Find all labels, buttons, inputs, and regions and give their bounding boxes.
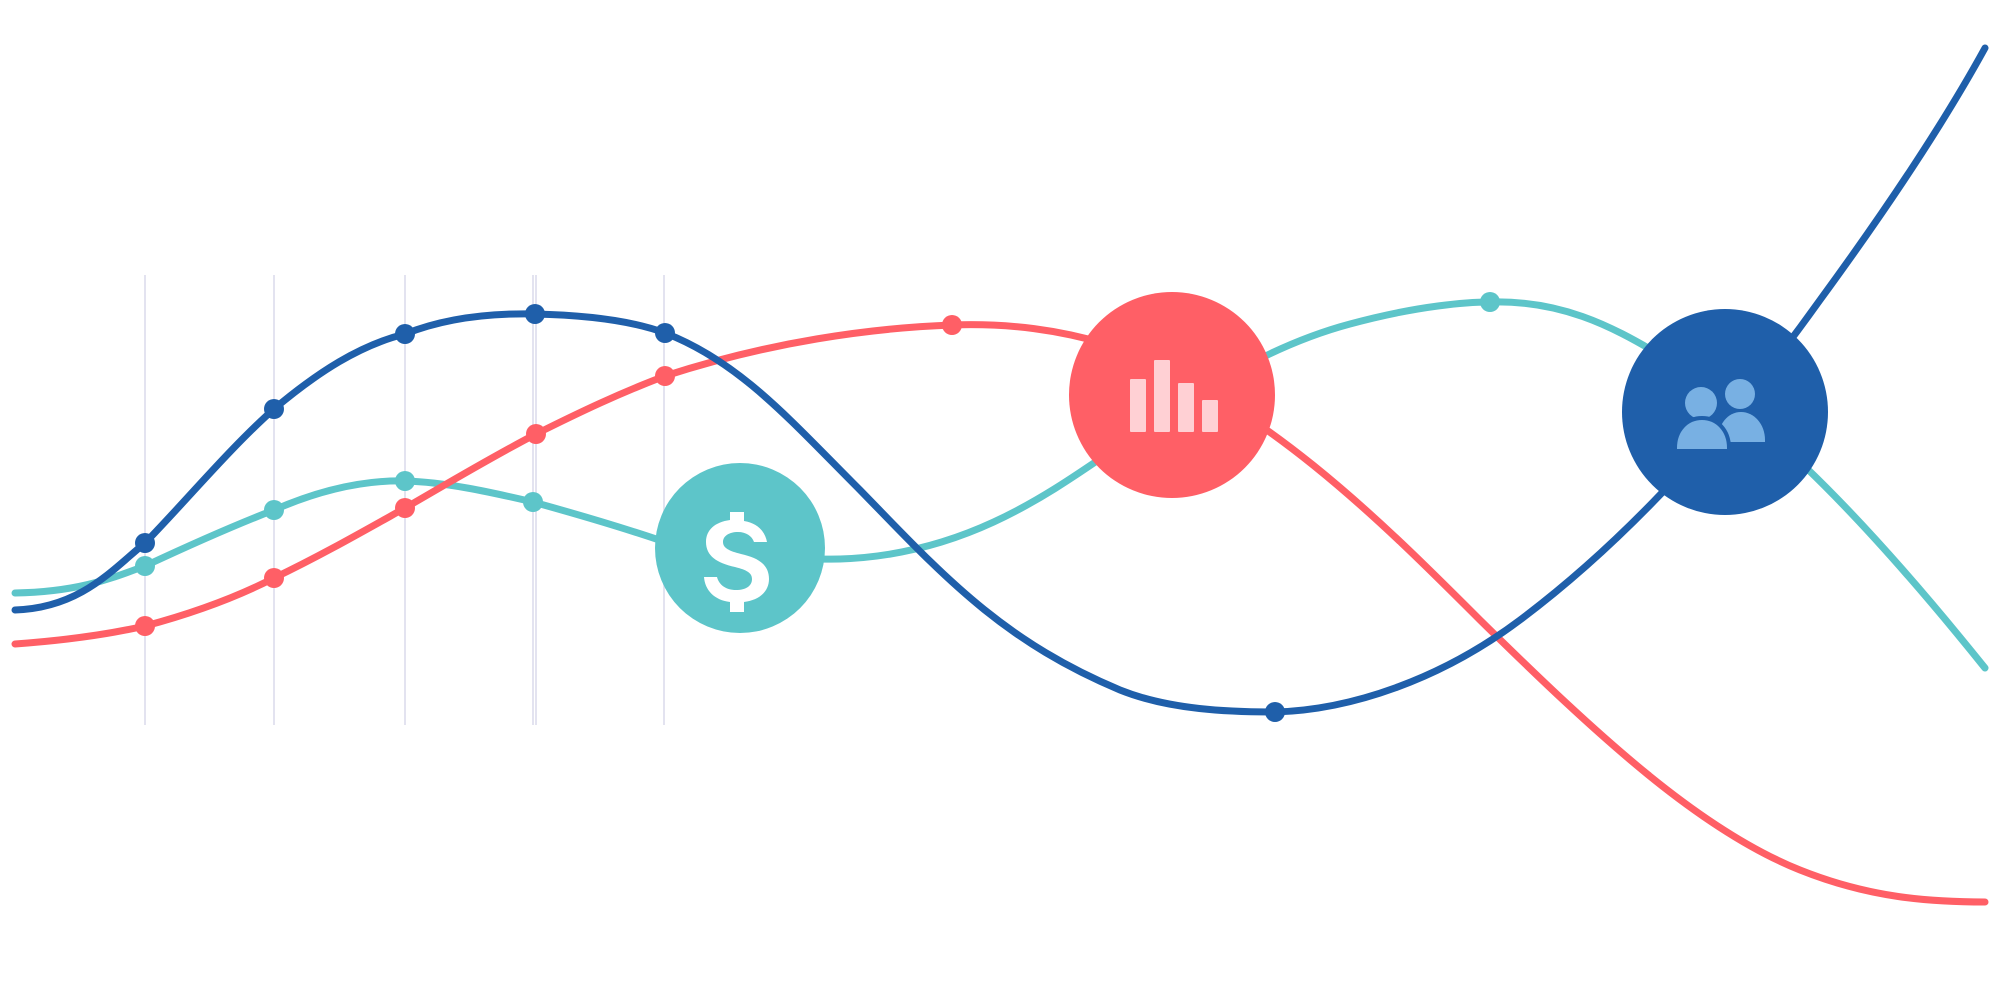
dollar-icon <box>704 512 769 612</box>
data-point <box>395 471 415 491</box>
data-point <box>395 324 415 344</box>
users-badge <box>1622 309 1828 515</box>
data-point <box>135 616 155 636</box>
users-badge-circle <box>1622 309 1828 515</box>
data-point <box>523 492 543 512</box>
chart-badge <box>1069 292 1275 498</box>
dollar-badge <box>655 463 825 633</box>
users-group-icon <box>1673 379 1765 453</box>
data-point <box>655 366 675 386</box>
data-point <box>264 500 284 520</box>
data-point <box>264 399 284 419</box>
data-point <box>135 556 155 576</box>
data-point <box>1265 702 1285 722</box>
data-point <box>655 323 675 343</box>
data-point <box>264 568 284 588</box>
data-point <box>525 304 545 324</box>
dollar-badge-circle <box>655 463 825 633</box>
teal-data-points <box>135 292 1500 576</box>
navy-data-points <box>135 304 1285 722</box>
data-point <box>395 498 415 518</box>
data-point <box>135 533 155 553</box>
coral-data-points <box>135 315 962 636</box>
data-point <box>1480 292 1500 312</box>
bar-chart-icon <box>1130 360 1218 432</box>
data-point <box>942 315 962 335</box>
teal-curve <box>11 298 1989 672</box>
chart-badge-circle <box>1069 292 1275 498</box>
data-point <box>526 424 546 444</box>
